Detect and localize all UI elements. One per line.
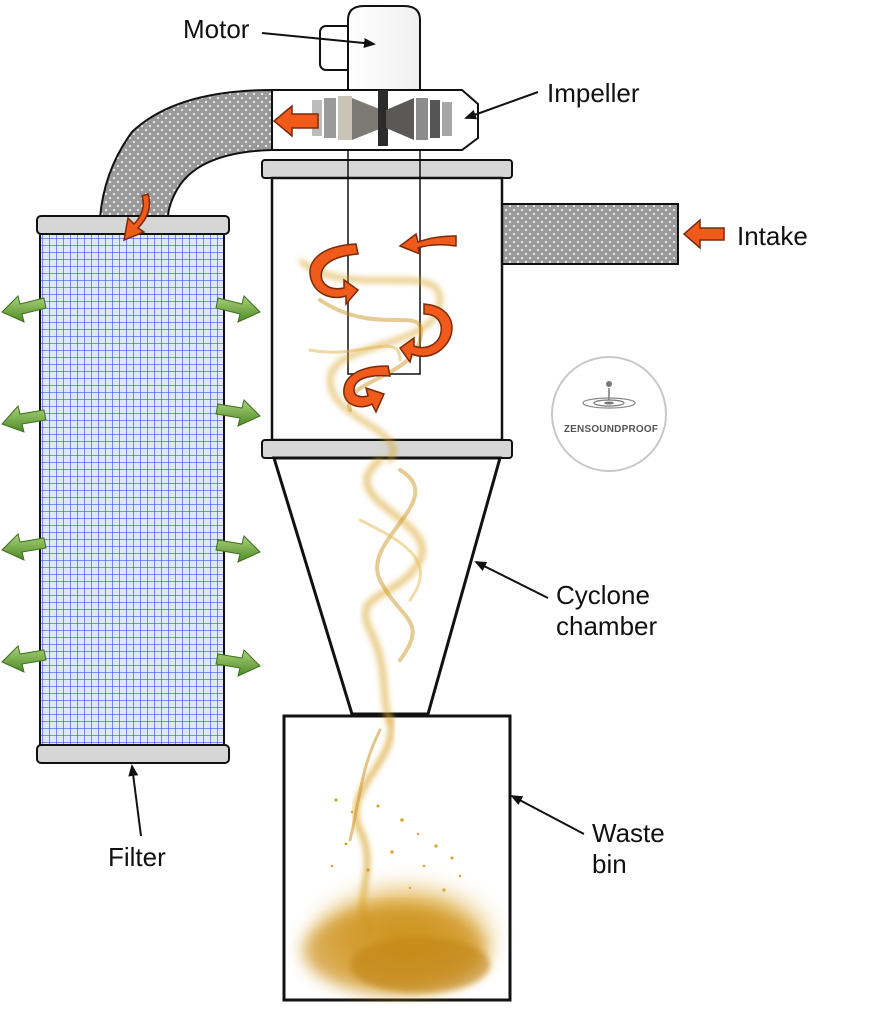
logo (551, 356, 667, 472)
motor-pointer (261, 32, 376, 48)
filter-label: Filter (108, 842, 166, 872)
waste-pointer (510, 795, 585, 835)
filter-cartridge (36, 215, 230, 764)
cyclone-cylinder (270, 176, 504, 442)
cyclone-label-line1: Cyclone (556, 580, 650, 610)
filter-pointer (128, 764, 142, 837)
waste-label-line2: bin (592, 848, 627, 879)
cyclone-cone (271, 456, 502, 716)
impeller-pointer (464, 91, 539, 120)
exhaust-duct (98, 88, 273, 219)
intake-label: Intake (737, 221, 808, 251)
waste-label-line1: Waste (592, 818, 665, 848)
airflow-arrow-icon (123, 104, 725, 414)
motor-label: Motor (183, 14, 250, 44)
logo-text: ZENSOUNDPROOF (563, 424, 659, 435)
cyclone-pointer (474, 561, 549, 599)
logo-water-drop-icon (582, 381, 636, 409)
exhaust-arrow-icon (1, 295, 261, 677)
impeller-label: Impeller (547, 78, 640, 108)
intake-duct (501, 203, 679, 265)
label-pointers (128, 32, 585, 837)
cyclone-top-cap (261, 159, 513, 179)
filter-bottom-cap (36, 744, 230, 764)
motor (319, 5, 421, 97)
cyclone-mid-cap (261, 439, 513, 459)
impeller-housing (271, 89, 479, 151)
cyclone-chamber-label: Cyclone chamber (556, 580, 657, 641)
waste-bin-label: Waste bin (592, 818, 665, 879)
cyclone-label-line2: chamber (556, 610, 658, 641)
dust-pile (303, 875, 505, 995)
